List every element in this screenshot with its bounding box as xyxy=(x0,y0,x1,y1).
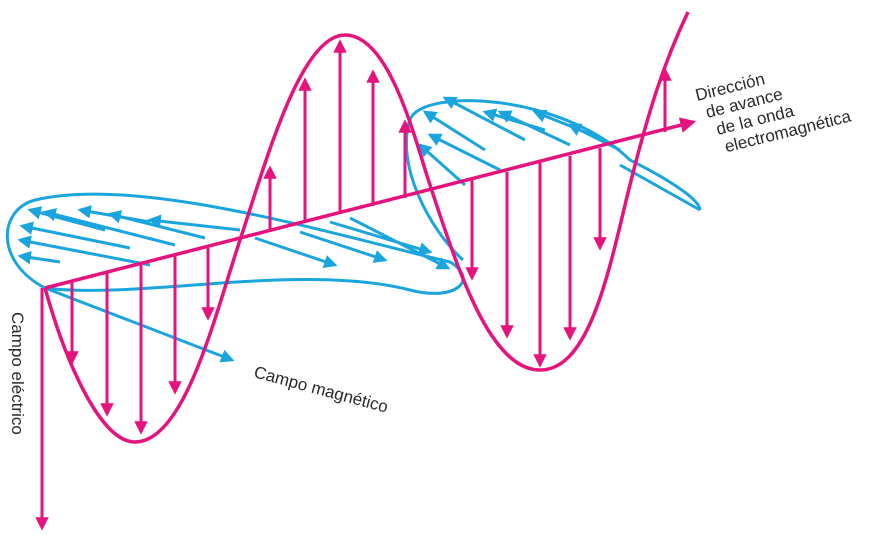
magnetic-arrow xyxy=(567,123,621,152)
magnetic-arrow xyxy=(17,235,151,267)
magnetic-arrow xyxy=(482,108,546,132)
labels-group: Dirección de avance de la onda electroma… xyxy=(8,69,853,435)
magnetic-arrow xyxy=(349,216,451,270)
electric-field-group xyxy=(35,11,697,531)
magnetic-arrow xyxy=(19,221,131,250)
magnetic-arrow xyxy=(17,250,61,265)
magnetic-arrow xyxy=(254,236,338,268)
magnetic-field-axis-arrow xyxy=(44,286,235,363)
propagation-direction-label: Dirección de avance de la onda electroma… xyxy=(693,69,853,156)
magnetic-arrow xyxy=(417,143,466,187)
electric-field-label: Campo eléctrico xyxy=(8,312,27,435)
magnetic-arrow xyxy=(422,110,486,152)
magnetic-envelope-loop-2 xyxy=(408,99,702,211)
electric-wave-curve xyxy=(43,11,690,444)
magnetic-arrow xyxy=(42,208,176,247)
propagation-axis-arrow xyxy=(44,117,697,290)
magnetic-arrow xyxy=(147,214,241,232)
magnetic-field-label: Campo magnético xyxy=(252,363,390,417)
magnetic-arrow xyxy=(299,230,388,264)
magnetic-field-group xyxy=(5,96,702,363)
magnetic-arrow xyxy=(497,110,571,147)
magnetic-arrow xyxy=(329,220,433,256)
magnetic-arrow xyxy=(427,133,501,172)
